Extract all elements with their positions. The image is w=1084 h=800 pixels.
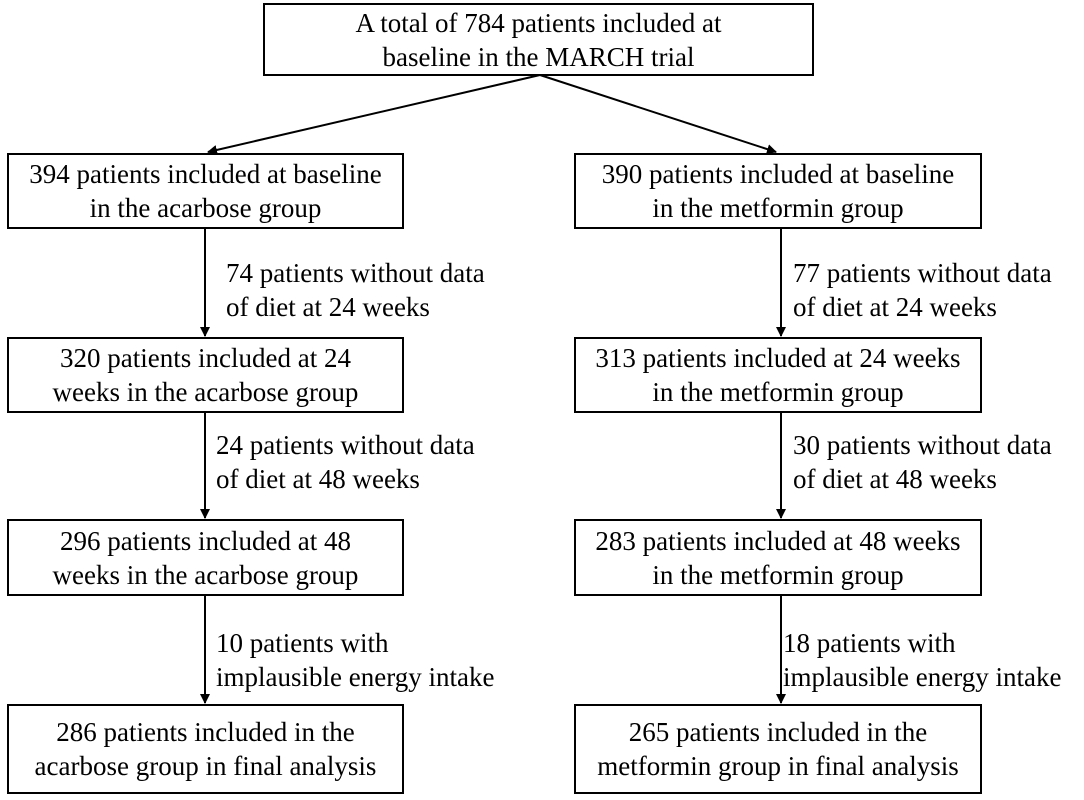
metformin-48w-text: 283 patients included at 48 weeks in the… (595, 525, 961, 590)
acarbose-48w-box: 296 patients included at 48 weeks in the… (7, 519, 404, 596)
total-patients-box: A total of 784 patients included at base… (263, 3, 814, 76)
arrow-top-to-right (539, 74, 777, 154)
metformin-24w-box: 313 patients included at 24 weeks in the… (574, 337, 982, 413)
metformin-24w-text: 313 patients included at 24 weeks in the… (595, 343, 961, 407)
metformin-baseline-text: 390 patients included at baseline in the… (601, 159, 955, 223)
acarbose-exclusion-24w-note: 74 patients without data of diet at 24 w… (226, 258, 485, 322)
metformin-final-box: 265 patients included in the metformin g… (574, 704, 982, 794)
metformin-exclusion-48w-note: 30 patients without data of diet at 48 w… (793, 430, 1052, 494)
metformin-baseline-box: 390 patients included at baseline in the… (574, 153, 982, 229)
acarbose-baseline-box: 394 patients included at baseline in the… (7, 153, 404, 229)
acarbose-48w-text: 296 patients included at 48 weeks in the… (52, 525, 359, 590)
acarbose-24w-box: 320 patients included at 24 weeks in the… (7, 337, 404, 413)
metformin-final-text: 265 patients included in the metformin g… (597, 717, 959, 781)
acarbose-final-box: 286 patients included in the acarbose gr… (7, 704, 404, 794)
metformin-exclusion-24w-note: 77 patients without data of diet at 24 w… (793, 258, 1052, 322)
metformin-48w-box: 283 patients included at 48 weeks in the… (574, 519, 982, 596)
acarbose-final-text: 286 patients included in the acarbose gr… (34, 717, 377, 781)
acarbose-exclusion-energy-note: 10 patients with implausible energy inta… (216, 628, 495, 692)
arrow-top-to-left (207, 74, 541, 155)
acarbose-exclusion-48w-note: 24 patients without data of diet at 48 w… (216, 430, 475, 494)
total-patients-text: A total of 784 patients included at base… (355, 7, 722, 72)
acarbose-24w-text: 320 patients included at 24 weeks in the… (52, 343, 359, 407)
acarbose-baseline-text: 394 patients included at baseline in the… (29, 159, 382, 223)
metformin-exclusion-energy-note: 18 patients with implausible energy inta… (783, 628, 1062, 692)
